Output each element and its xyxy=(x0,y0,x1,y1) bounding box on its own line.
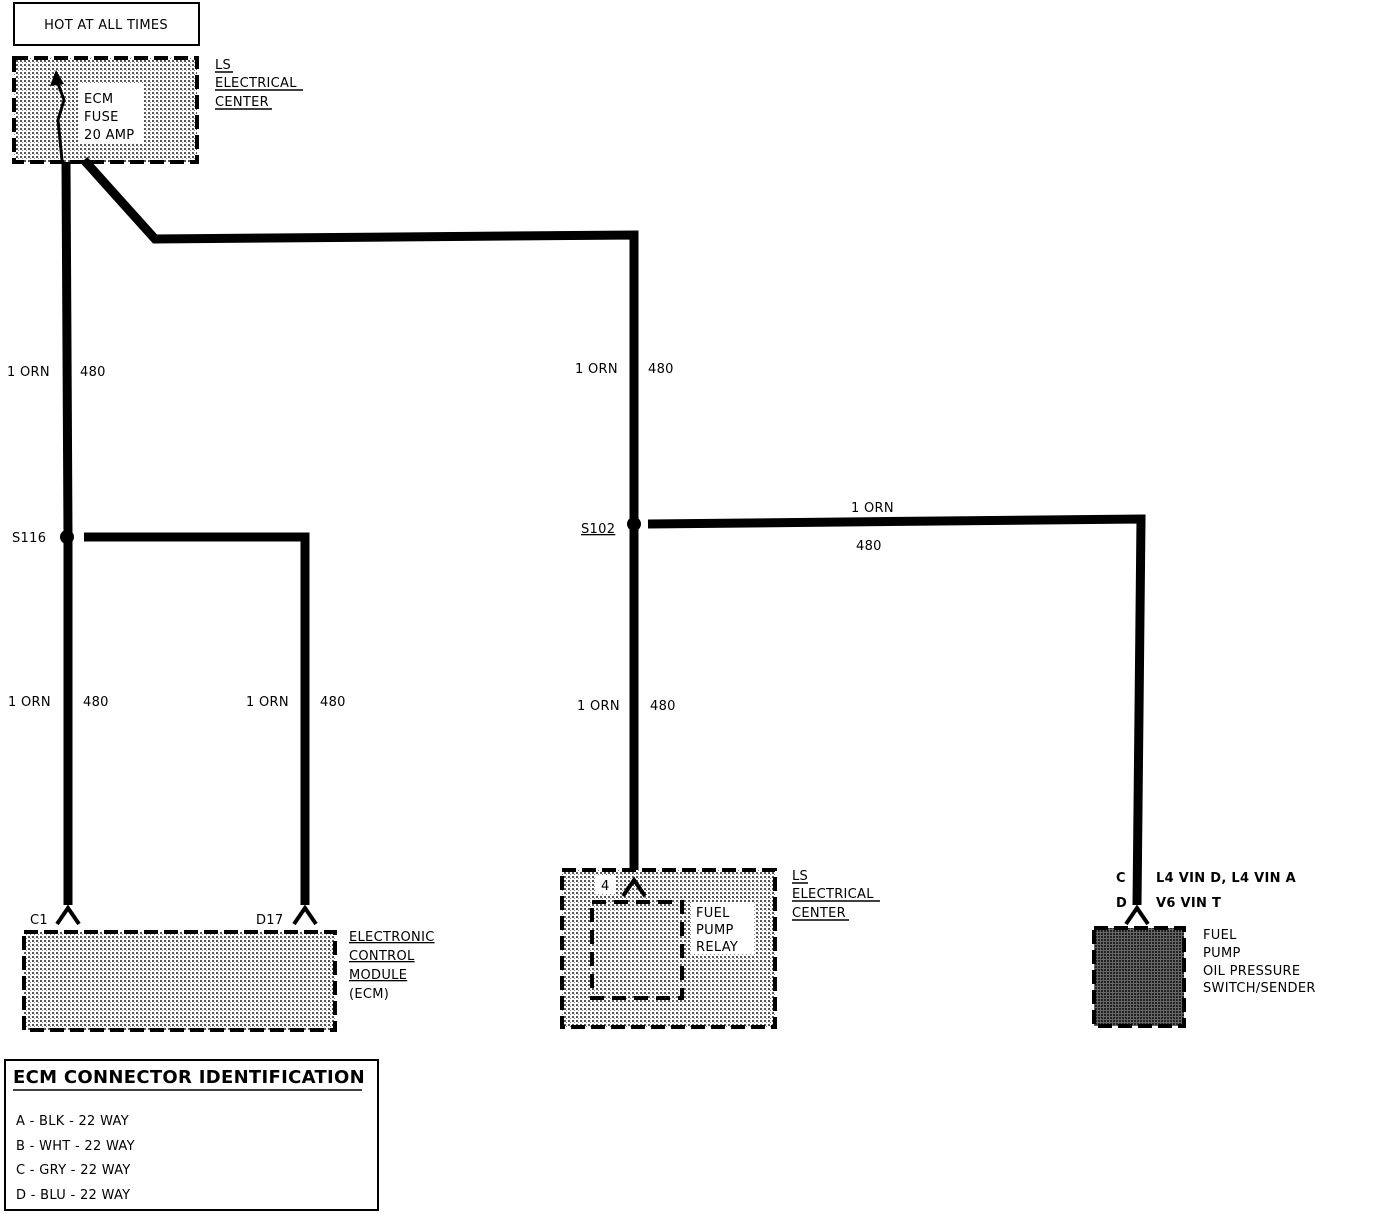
ecm-name-line-1: ELECTRONIC xyxy=(349,930,435,945)
switch-pin-c-label: C xyxy=(1116,871,1126,886)
switch-pin-c-note: L4 VIN D, L4 VIN A xyxy=(1156,871,1296,886)
relay-name-line-2: PUMP xyxy=(696,923,734,938)
switch-name-line-4: SWITCH/SENDER xyxy=(1203,981,1316,996)
connector-id-row-c: C - GRY - 22 WAY xyxy=(16,1163,131,1178)
wire-right-top-color: 1 ORN xyxy=(575,362,618,377)
wire-right-top-circuit: 480 xyxy=(648,362,674,377)
wire-s102-to-switch xyxy=(647,514,1146,906)
wire-left-bottom-circuit: 480 xyxy=(83,695,109,710)
switch-pin-d-note: V6 VIN T xyxy=(1156,896,1221,911)
connector-id-title: ECM CONNECTOR IDENTIFICATION xyxy=(13,1067,365,1088)
ecm-fuse-block: ECM FUSE 20 AMP xyxy=(12,56,199,164)
fuse-arrow-icon xyxy=(50,70,64,86)
hot-at-all-times-box: HOT AT ALL TIMES xyxy=(13,2,200,46)
splice-s102-label: S102 xyxy=(581,522,615,537)
switch-name-line-3: OIL PRESSURE xyxy=(1203,964,1300,979)
pin-d17-label: D17 xyxy=(256,913,283,928)
wire-left-top-color: 1 ORN xyxy=(7,365,50,380)
relay-name-line-1: FUEL xyxy=(696,906,730,921)
ecm-connector-identification: ECM CONNECTOR IDENTIFICATION A - BLK - 2… xyxy=(4,1059,379,1211)
ecm-component xyxy=(22,930,337,1032)
oil-pressure-switch-component xyxy=(1092,926,1186,1028)
wire-left-top-circuit: 480 xyxy=(80,365,106,380)
relay-pin-label: 4 xyxy=(601,879,610,894)
splice-s116-dot xyxy=(60,530,74,544)
splice-s116-label: S116 xyxy=(12,531,46,546)
connector-id-row-a: A - BLK - 22 WAY xyxy=(16,1114,129,1129)
ecm-label: ELECTRONIC CONTROL MODULE (ECM) xyxy=(349,930,435,1002)
ecm-name-line-4: (ECM) xyxy=(349,987,389,1002)
switch-label: FUEL PUMP OIL PRESSURE SWITCH/SENDER xyxy=(1203,928,1316,996)
wire-fuse-to-s102 xyxy=(80,156,639,525)
wire-fuse-to-s116 xyxy=(61,161,73,538)
switch-pin-d-label: D xyxy=(1116,896,1127,911)
connector-id-row-b: B - WHT - 22 WAY xyxy=(16,1139,135,1154)
relay-name-line-3: RELAY xyxy=(696,940,738,955)
splice-s102-dot xyxy=(627,517,641,531)
fuse-name-line-1: ECM xyxy=(84,92,113,107)
wire-d17-circuit: 480 xyxy=(320,695,346,710)
relay-connector-icon xyxy=(621,876,647,898)
wire-s116-to-d17 xyxy=(84,532,310,905)
wire-left-bottom-color: 1 ORN xyxy=(8,695,51,710)
d17-connector-icon xyxy=(292,904,318,926)
relay-center-line-1: LS xyxy=(792,869,808,884)
c1-connector-icon xyxy=(55,904,81,926)
wire-horizontal-circuit: 480 xyxy=(856,539,882,554)
switch-name-line-1: FUEL xyxy=(1203,928,1237,943)
wire-relay-color: 1 ORN xyxy=(577,699,620,714)
relay-center-line-2: ELECTRICAL xyxy=(792,887,874,902)
connector-id-row-d: D - BLU - 22 WAY xyxy=(16,1188,130,1203)
relay-center-line-3: CENTER xyxy=(792,906,846,921)
fuse-name-line-2: FUSE xyxy=(84,110,119,125)
ecm-name-line-2: CONTROL xyxy=(349,949,415,964)
fuse-electrical-center-label: LS ELECTRICAL CENTER xyxy=(215,58,303,110)
hot-at-all-times-label: HOT AT ALL TIMES xyxy=(44,18,168,33)
wire-relay-circuit: 480 xyxy=(650,699,676,714)
ecm-name-line-3: MODULE xyxy=(349,968,407,983)
switch-name-line-2: PUMP xyxy=(1203,946,1241,961)
wire-d17-color: 1 ORN xyxy=(246,695,289,710)
relay-electrical-center-label: LS ELECTRICAL CENTER xyxy=(792,869,880,921)
fuse-center-line-2: ELECTRICAL xyxy=(215,76,297,91)
fuse-element-icon xyxy=(54,77,66,161)
switch-connector-icon xyxy=(1124,904,1150,926)
wires xyxy=(61,156,1146,906)
pin-c1-label: C1 xyxy=(30,913,48,928)
fuse-center-line-3: CENTER xyxy=(215,95,269,110)
wire-horizontal-color: 1 ORN xyxy=(851,501,894,516)
fuel-pump-relay: 4 FUEL PUMP RELAY xyxy=(560,868,777,1029)
fuse-name-line-3: 20 AMP xyxy=(84,128,134,143)
fuse-center-line-1: LS xyxy=(215,58,231,73)
